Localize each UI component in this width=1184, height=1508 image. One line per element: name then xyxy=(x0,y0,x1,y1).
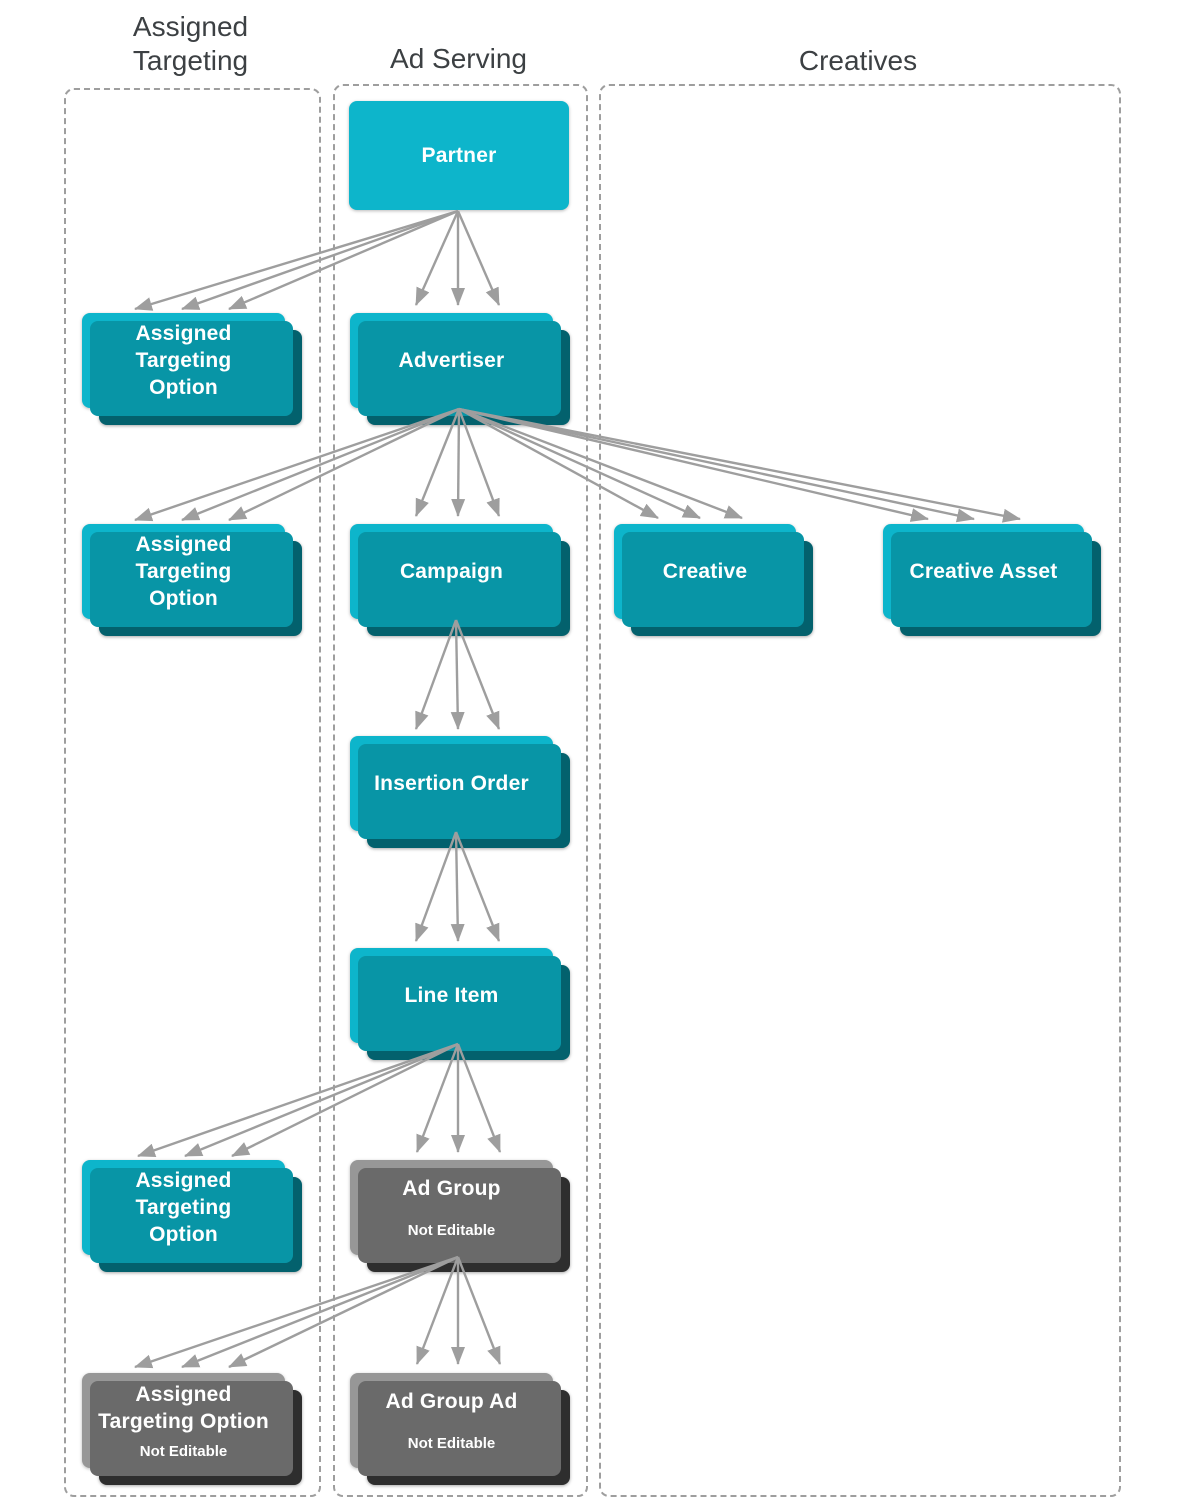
node-sublabel: Not Editable xyxy=(139,1442,228,1460)
node-advertiser: Advertiser xyxy=(350,313,553,408)
node-label: Line Item xyxy=(404,984,499,1007)
node-assigned-targeting-option-1: Assigned Targeting Option xyxy=(82,313,285,408)
node-sublabel: Not Editable xyxy=(407,1435,496,1452)
node-campaign: Campaign xyxy=(350,524,553,619)
header-line: Ad Serving xyxy=(390,43,527,74)
node-label: Assigned Targeting Option xyxy=(98,1381,269,1435)
node-label: Partner xyxy=(421,144,497,167)
header-line: Assigned xyxy=(132,11,249,42)
node-label-line: Assigned xyxy=(135,1382,232,1406)
node-partner: Partner xyxy=(349,101,569,210)
node-creative: Creative xyxy=(614,524,796,619)
column-header-assigned-targeting: Assigned Targeting xyxy=(64,10,317,78)
node-insertion-order: Insertion Order xyxy=(350,736,553,831)
node-label: Assigned Targeting Option xyxy=(135,531,231,612)
column-header-ad-serving: Ad Serving xyxy=(333,42,584,76)
node-label-line: Option xyxy=(149,587,218,610)
node-assigned-targeting-option-4: Assigned Targeting Option Not Editable xyxy=(82,1373,285,1468)
column-ad-serving xyxy=(333,84,588,1497)
node-label-line: Targeting xyxy=(135,1196,232,1219)
node-assigned-targeting-option-3: Assigned Targeting Option xyxy=(82,1160,285,1255)
column-creatives xyxy=(599,84,1121,1497)
node-label-line: Option xyxy=(149,376,218,399)
node-label: Assigned Targeting Option xyxy=(135,1167,231,1248)
node-label-line: Assigned xyxy=(135,1169,232,1192)
node-label-line: Targeting xyxy=(135,349,232,372)
node-label: Advertiser xyxy=(398,349,505,372)
node-sublabel: Not Editable xyxy=(407,1222,496,1239)
column-header-creatives: Creatives xyxy=(599,44,1117,78)
node-label-line: Option xyxy=(149,1223,218,1246)
node-ad-group: Ad Group Not Editable xyxy=(350,1160,553,1255)
node-label: Insertion Order xyxy=(374,772,529,795)
node-creative-asset: Creative Asset xyxy=(883,524,1084,619)
node-label: Ad Group Ad xyxy=(385,1390,518,1413)
node-label: Campaign xyxy=(399,560,504,583)
node-label-line: Targeting xyxy=(135,560,232,583)
column-assigned-targeting xyxy=(64,88,321,1497)
node-label: Ad Group xyxy=(402,1177,501,1200)
node-ad-group-ad: Ad Group Ad Not Editable xyxy=(350,1373,553,1468)
node-label: Creative Asset xyxy=(909,560,1058,583)
node-label: Assigned Targeting Option xyxy=(135,320,231,401)
node-label-line: Targeting Option xyxy=(98,1409,269,1433)
node-line-item: Line Item xyxy=(350,948,553,1043)
node-label-line: Assigned xyxy=(135,322,232,345)
node-assigned-targeting-option-2: Assigned Targeting Option xyxy=(82,524,285,619)
header-line: Targeting xyxy=(132,45,249,76)
header-line: Creatives xyxy=(798,45,918,76)
node-label-line: Assigned xyxy=(135,533,232,556)
node-label: Creative xyxy=(662,560,748,583)
